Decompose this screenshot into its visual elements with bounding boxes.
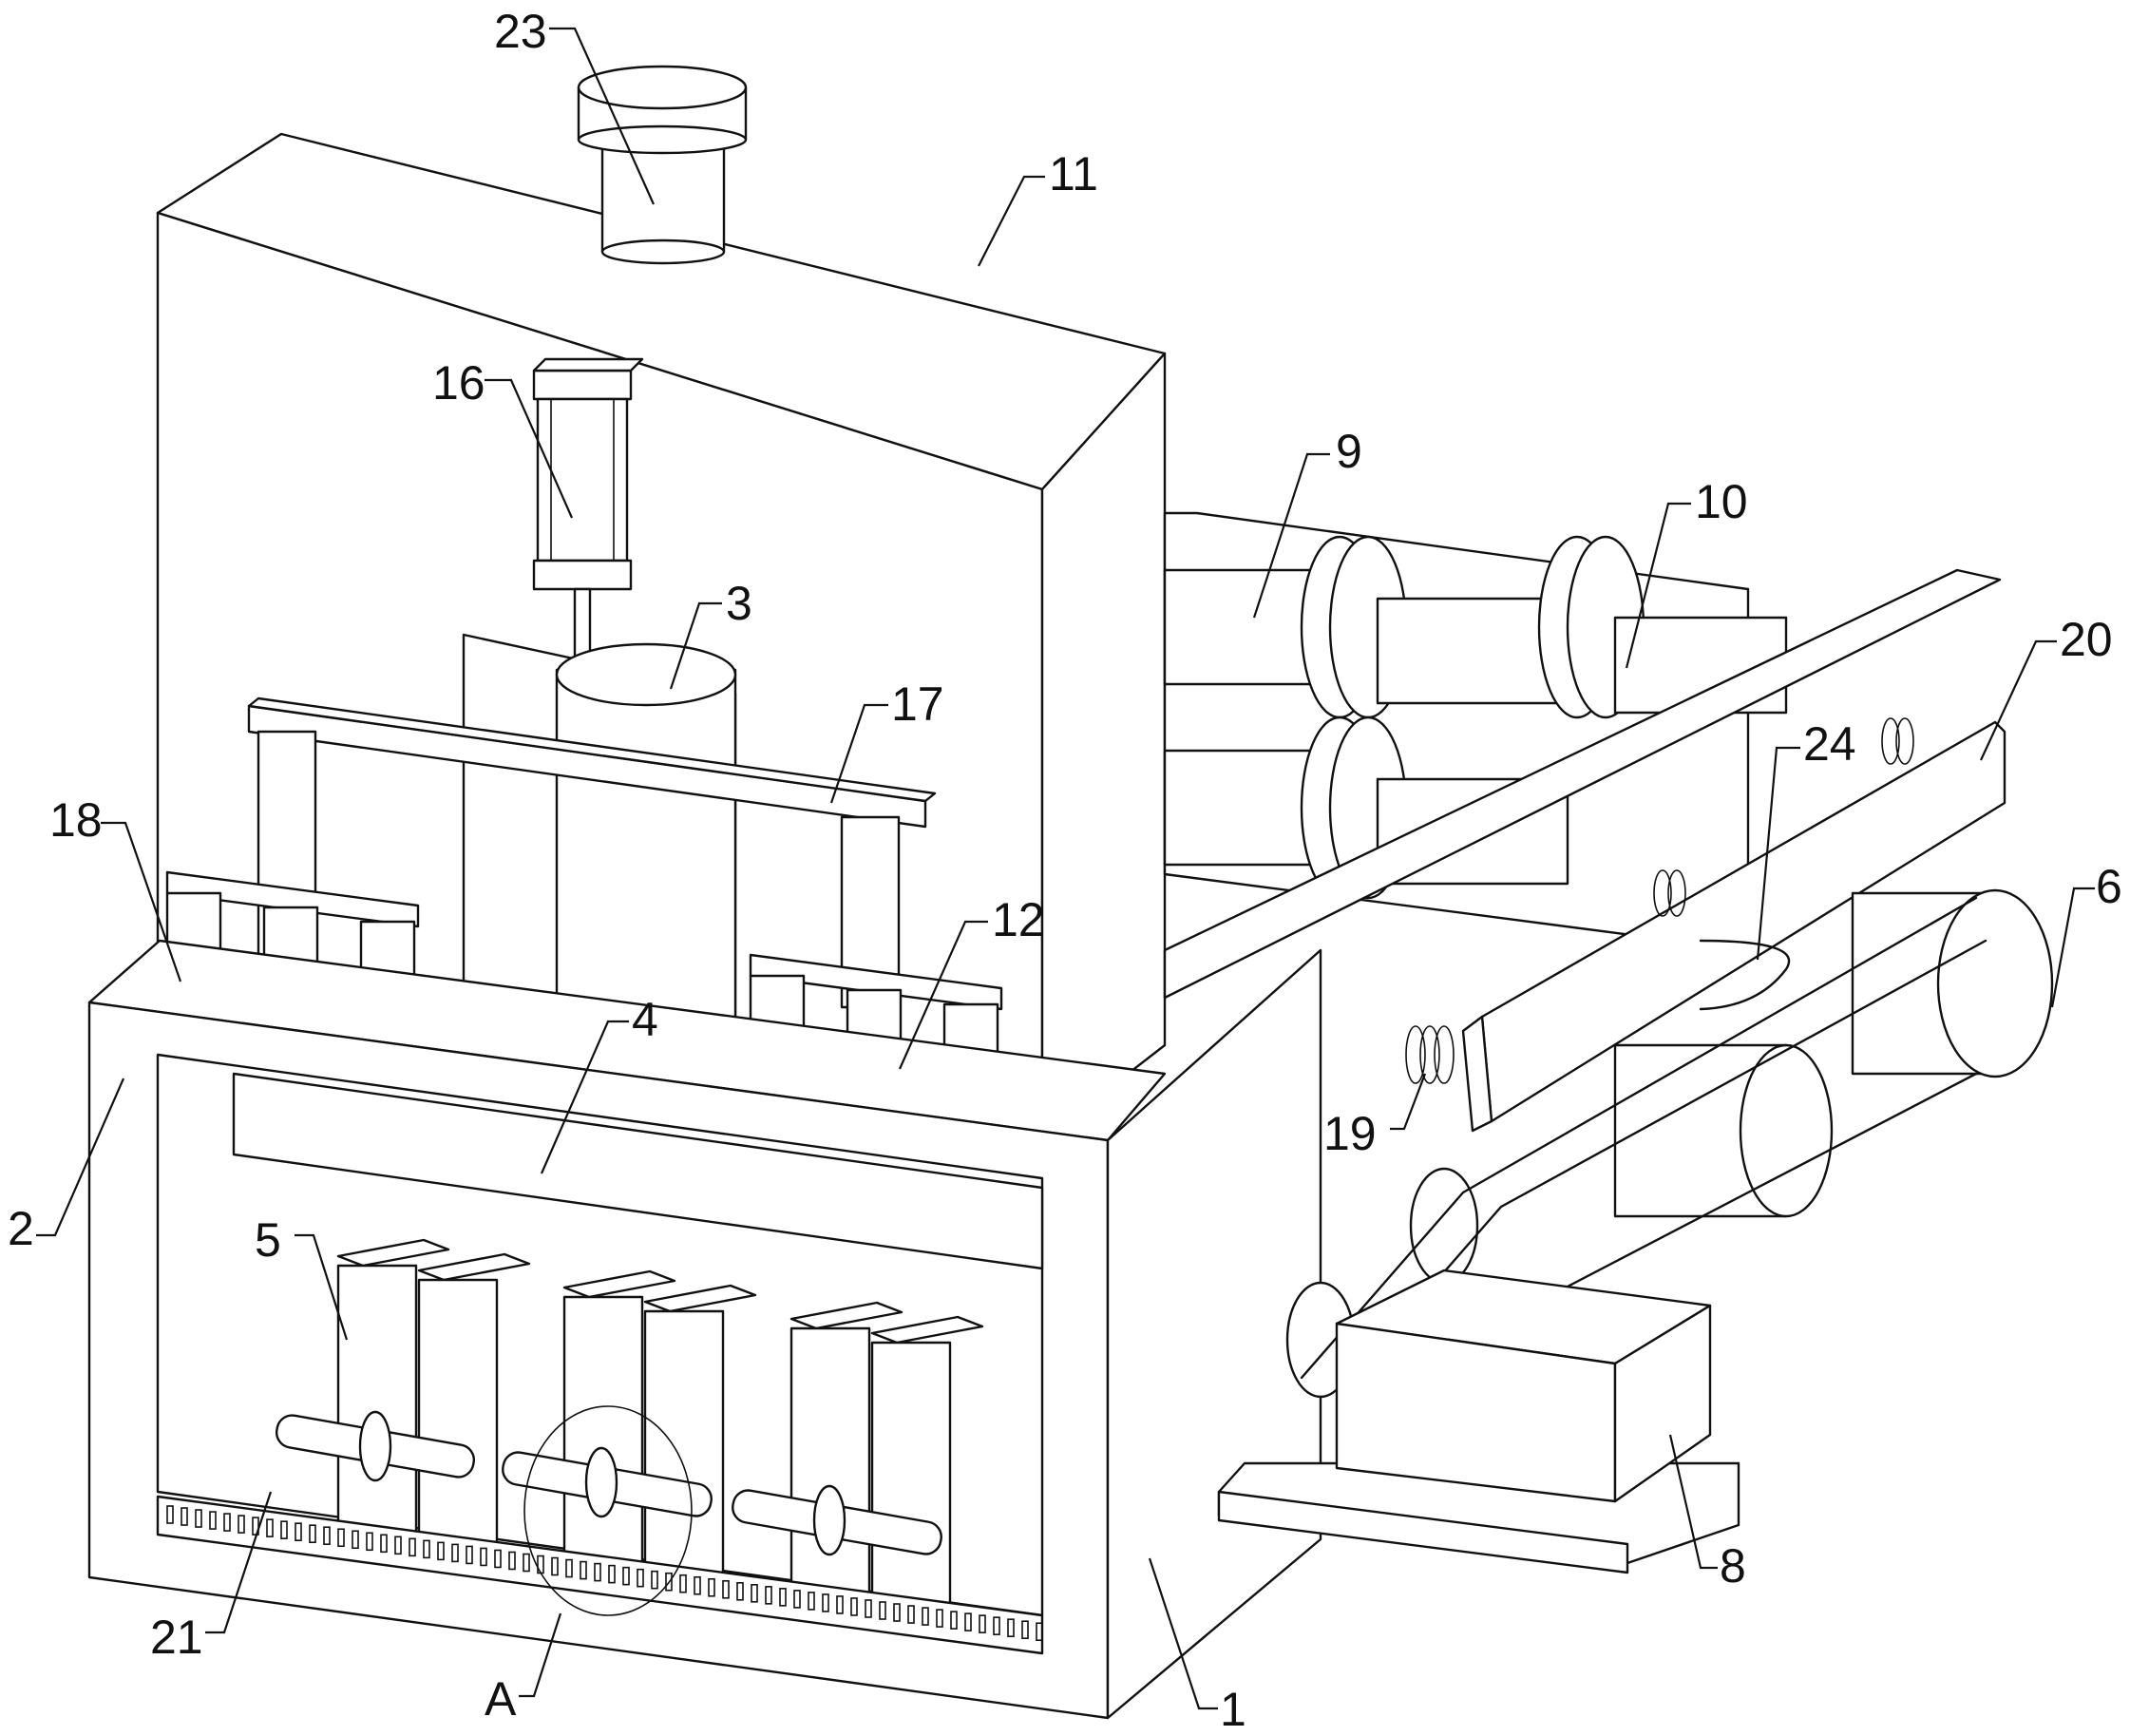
rack-tooth	[679, 1574, 687, 1593]
label-4: 4	[632, 993, 658, 1046]
rack-tooth	[993, 1616, 1000, 1635]
rack-tooth	[451, 1543, 459, 1563]
rack-tooth	[936, 1609, 943, 1628]
rack-tooth	[979, 1614, 986, 1633]
rack-tooth	[380, 1534, 388, 1554]
label-16: 16	[432, 356, 485, 410]
rack-tooth	[366, 1532, 373, 1552]
crossbar	[247, 696, 937, 1009]
leader-lines	[36, 27, 2095, 1710]
rack-tooth	[394, 1536, 402, 1555]
rack-tooth	[466, 1545, 473, 1565]
detail-circle-a	[523, 1405, 693, 1616]
rack-tooth	[736, 1582, 744, 1601]
rack-tooth	[181, 1507, 188, 1526]
rack-tooth	[1036, 1622, 1043, 1642]
rack-tooth	[765, 1586, 772, 1605]
rack-tooth	[865, 1599, 872, 1618]
rack-tooth	[551, 1556, 559, 1576]
label-9: 9	[1336, 425, 1362, 478]
rack-tooth	[437, 1541, 445, 1561]
rack-tooth	[594, 1562, 601, 1582]
label-10: 10	[1695, 475, 1748, 528]
rack-tooth	[708, 1577, 715, 1597]
label-5: 5	[255, 1213, 281, 1267]
rack-tooth	[608, 1564, 616, 1584]
press-plate	[232, 1072, 1044, 1270]
rack-tooth	[166, 1505, 174, 1524]
rack-tooth	[580, 1560, 587, 1580]
rack-tooth	[779, 1588, 787, 1607]
rack-tooth	[480, 1547, 487, 1567]
rack-tooth	[637, 1568, 644, 1588]
label-a: A	[485, 1672, 517, 1726]
rack-tooth	[879, 1601, 886, 1620]
label-17: 17	[891, 677, 944, 731]
rack-tooth	[280, 1520, 288, 1539]
rack-tooth	[508, 1551, 516, 1571]
label-6: 6	[2096, 860, 2122, 913]
label-24: 24	[1803, 717, 1856, 771]
label-18: 18	[49, 793, 103, 847]
label-3: 3	[726, 577, 752, 630]
rack-tooth	[751, 1584, 758, 1603]
rack-tooth	[808, 1592, 815, 1611]
rack-tooth	[665, 1572, 673, 1592]
lead-screws	[275, 1410, 942, 1556]
rack-tooth	[223, 1513, 231, 1532]
rack-tooth	[651, 1570, 658, 1590]
rack-tooth	[352, 1530, 359, 1550]
rack-tooth	[722, 1579, 730, 1599]
rack-tooth	[622, 1566, 630, 1586]
rack-tooth	[950, 1611, 958, 1630]
reference-labels: 23 11 16 3 9 10 20 24 17 18 12 6 4 19 2 …	[8, 5, 2122, 1736]
roller-assembly	[1163, 511, 2006, 1133]
rack-tooth	[907, 1605, 915, 1624]
top-motor	[577, 65, 748, 265]
belt-drive	[1285, 888, 2054, 1399]
hook	[1699, 939, 1791, 1011]
rack-tooth	[295, 1522, 302, 1541]
label-1: 1	[1220, 1683, 1246, 1736]
rack-tooth	[409, 1537, 416, 1557]
label-12: 12	[992, 893, 1045, 946]
blade-blocks	[336, 1238, 984, 1611]
rack-tooth	[309, 1524, 316, 1543]
rack	[156, 1495, 1044, 1655]
label-2: 2	[8, 1202, 34, 1255]
rack-tooth	[565, 1558, 573, 1578]
rack-tooth	[423, 1539, 430, 1559]
rack-tooth	[822, 1593, 829, 1612]
rack-tooth	[266, 1518, 274, 1537]
rack-tooth	[323, 1526, 331, 1546]
rack-tooth	[494, 1549, 502, 1569]
rack-tooth	[836, 1595, 844, 1614]
rack-tooth	[793, 1590, 801, 1609]
rack-tooth	[893, 1603, 901, 1622]
rack-tooth	[209, 1511, 217, 1530]
rack-tooth	[1021, 1620, 1029, 1639]
rack-tooth	[1007, 1618, 1015, 1637]
rack-tooth	[850, 1597, 858, 1616]
label-8: 8	[1720, 1539, 1746, 1593]
rack-tooth	[964, 1612, 972, 1631]
rack-tooth	[337, 1528, 345, 1548]
rack-tooth	[238, 1515, 245, 1534]
label-23: 23	[494, 5, 547, 58]
springs	[1405, 717, 1914, 1084]
label-11: 11	[1049, 147, 1098, 200]
rack-tooth	[523, 1553, 530, 1573]
rack-tooth	[922, 1607, 929, 1626]
label-19: 19	[1323, 1107, 1377, 1160]
drive-motor	[1217, 1269, 1740, 1574]
label-21: 21	[150, 1611, 203, 1664]
rack-tooth	[694, 1575, 701, 1595]
rack-tooth	[195, 1509, 202, 1528]
pneumatic-cylinder	[532, 357, 644, 757]
label-20: 20	[2060, 613, 2113, 666]
